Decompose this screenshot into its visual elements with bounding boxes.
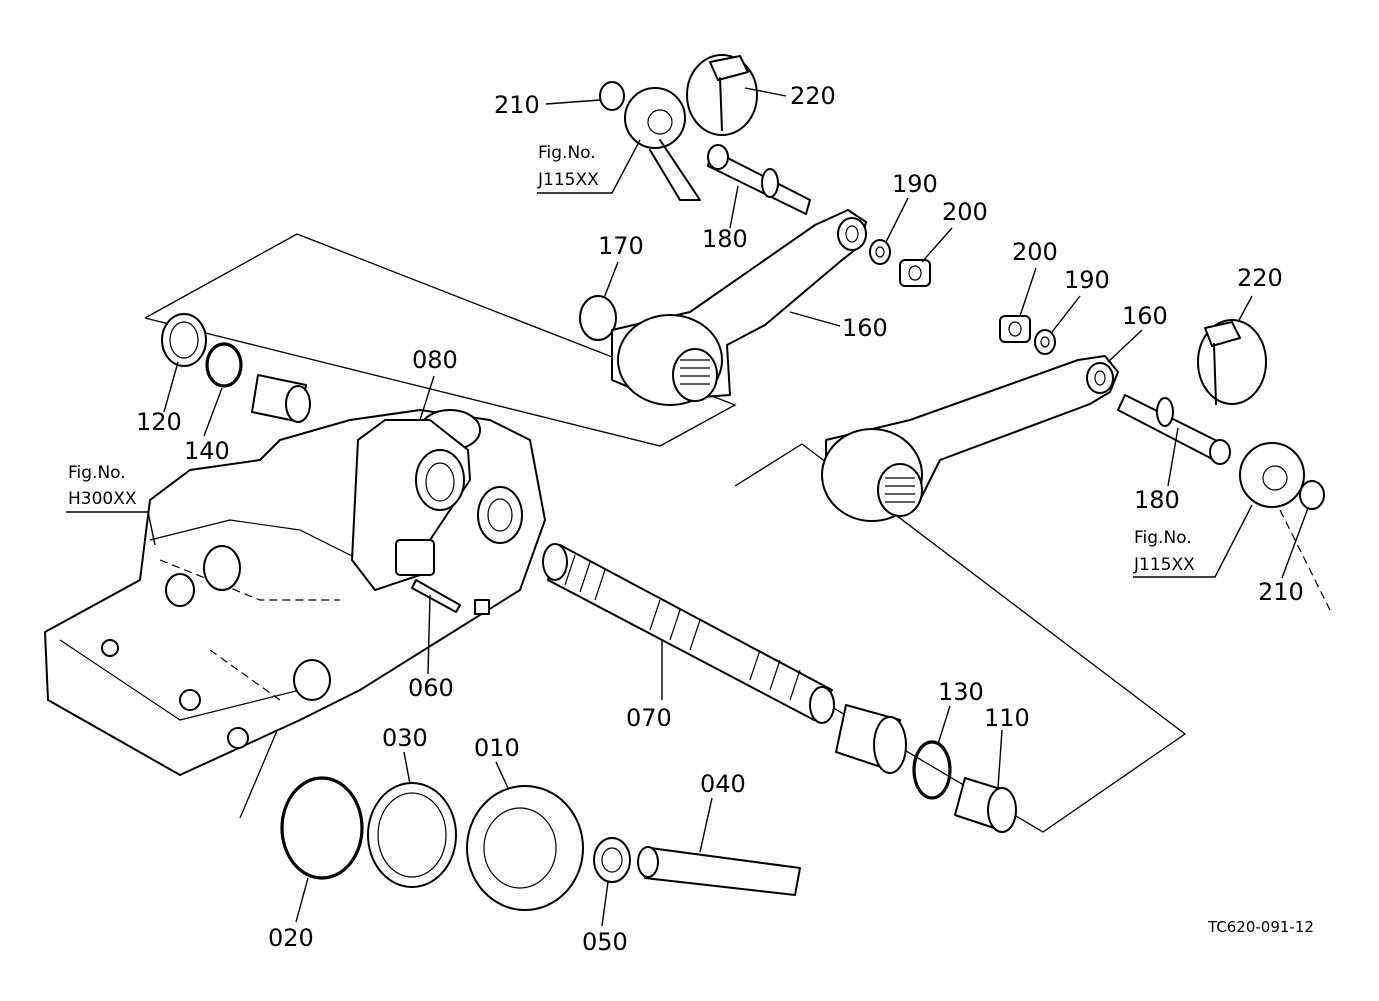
fig-ref-h300xx-line2: H300XX bbox=[68, 489, 137, 509]
callout-200-lower: 200 bbox=[1012, 238, 1058, 266]
callout-080: 080 bbox=[412, 346, 458, 374]
callout-180-upper: 180 bbox=[702, 225, 748, 253]
callout-190-upper: 190 bbox=[892, 170, 938, 198]
ball-joint-lower bbox=[1239, 442, 1331, 611]
callout-labels: 210 220 180 190 200 170 160 200 190 160 … bbox=[136, 82, 1304, 956]
linch-pin-220-upper bbox=[686, 54, 758, 136]
bush-120 bbox=[161, 313, 207, 367]
oring-140 bbox=[205, 342, 243, 388]
callout-070: 070 bbox=[626, 704, 672, 732]
leader-lines bbox=[66, 87, 1309, 927]
drawing-code: TC620-091-12 bbox=[1207, 918, 1314, 936]
callout-220-upper: 220 bbox=[790, 82, 836, 110]
callout-040: 040 bbox=[700, 770, 746, 798]
lever-080 bbox=[351, 419, 471, 613]
callout-020: 020 bbox=[268, 924, 314, 952]
bush-sleeve bbox=[251, 374, 311, 423]
callout-120: 120 bbox=[136, 408, 182, 436]
linch-pin-220-lower bbox=[1197, 319, 1267, 405]
lift-arm-lower bbox=[821, 355, 1119, 522]
callout-130: 130 bbox=[938, 678, 984, 706]
washers-nuts bbox=[869, 239, 1056, 355]
callout-180-lower: 180 bbox=[1134, 486, 1180, 514]
callout-190-lower: 190 bbox=[1064, 266, 1110, 294]
callout-160-upper: 160 bbox=[842, 314, 888, 342]
callout-160-lower: 160 bbox=[1122, 302, 1168, 330]
callout-170: 170 bbox=[598, 232, 644, 260]
callout-050: 050 bbox=[582, 928, 628, 956]
fig-ref-j115xx-lower-line1: Fig.No. bbox=[1134, 528, 1192, 548]
callout-110: 110 bbox=[984, 704, 1030, 732]
filter-group bbox=[835, 704, 1017, 833]
ball-joint-upper bbox=[599, 81, 701, 201]
callout-060: 060 bbox=[408, 674, 454, 702]
callout-140: 140 bbox=[184, 437, 230, 465]
pin-180-lower bbox=[1117, 394, 1231, 465]
callout-210-lower: 210 bbox=[1258, 578, 1304, 606]
pin-180-upper bbox=[707, 144, 811, 215]
figure-references: Fig.No. J115XX Fig.No. H300XX Fig.No. J1… bbox=[68, 143, 1195, 575]
fig-ref-j115xx-lower-line2: J115XX bbox=[1133, 555, 1195, 575]
callout-220-lower: 220 bbox=[1237, 264, 1283, 292]
fig-ref-j115xx-upper-line2: J115XX bbox=[537, 170, 599, 190]
callout-210-upper: 210 bbox=[494, 91, 540, 119]
lift-arm-upper bbox=[611, 209, 867, 406]
shaft-070 bbox=[542, 543, 835, 724]
fig-ref-j115xx-upper-line1: Fig.No. bbox=[538, 143, 596, 163]
callout-010: 010 bbox=[474, 734, 520, 762]
piston-group bbox=[280, 776, 801, 911]
callout-200-upper: 200 bbox=[942, 198, 988, 226]
snap-ring-170 bbox=[579, 295, 617, 341]
fig-ref-h300xx-line1: Fig.No. bbox=[68, 463, 126, 483]
callout-030: 030 bbox=[382, 724, 428, 752]
